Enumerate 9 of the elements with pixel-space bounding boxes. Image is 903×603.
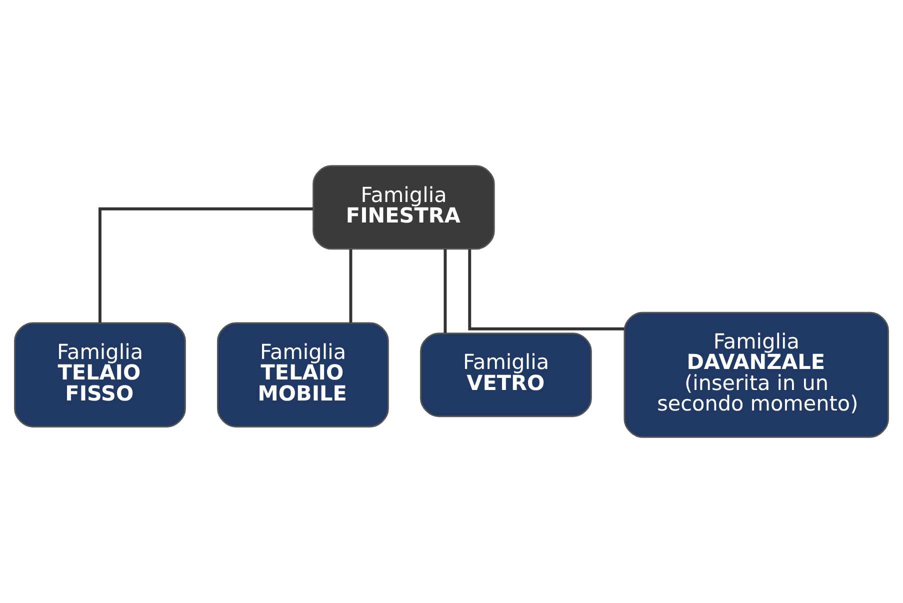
connector xyxy=(349,249,352,323)
node-box: Famiglia VETRO xyxy=(420,332,592,418)
node-box: Famiglia TELAIO FISSO xyxy=(14,322,186,428)
node-box: Famiglia DAVANZALE (inserita in un secondo momento) xyxy=(624,312,889,438)
connector xyxy=(444,249,447,333)
node-box: Famiglia FINESTRA xyxy=(312,165,495,250)
connector xyxy=(468,249,624,330)
node-box: Famiglia TELAIO MOBILE xyxy=(217,322,389,428)
connector xyxy=(98,207,313,323)
